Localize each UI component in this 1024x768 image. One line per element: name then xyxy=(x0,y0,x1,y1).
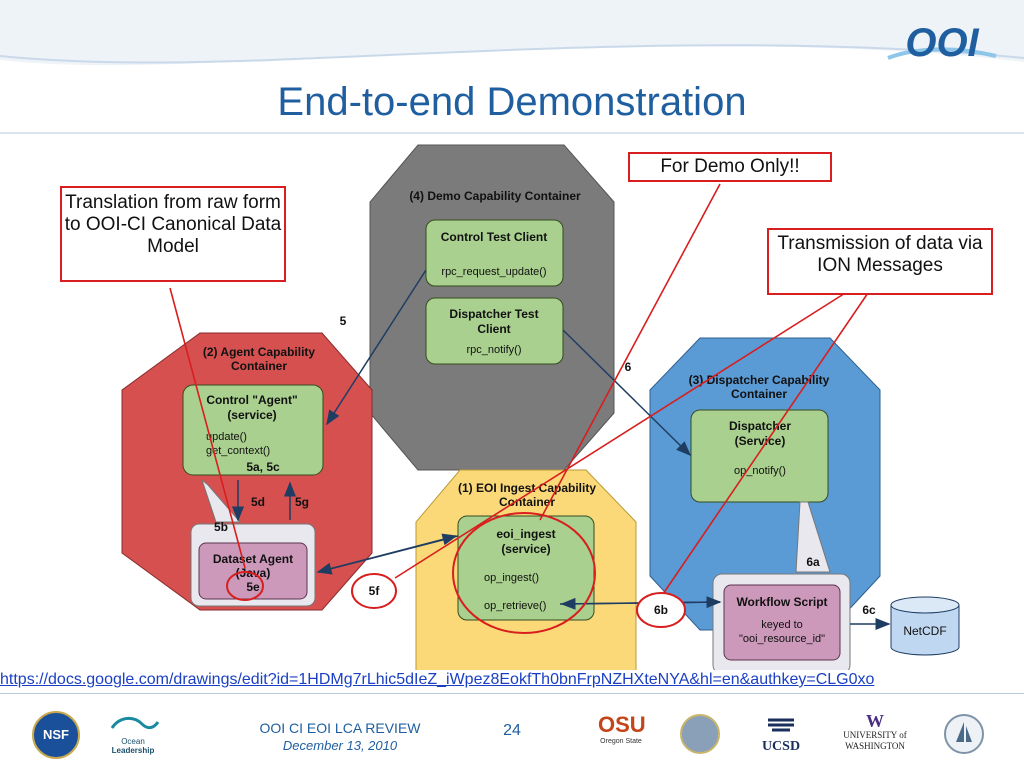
oceanographic-institution-logo xyxy=(944,714,984,754)
svg-text:op_retrieve(): op_retrieve() xyxy=(484,600,546,612)
agent-capability-container: (2) Agent Capability Container Control "… xyxy=(121,332,373,611)
header-band xyxy=(0,0,1024,134)
label-6b: 6b xyxy=(654,603,668,617)
osu-logo: OSU Oregon State xyxy=(598,712,646,746)
svg-text:Dispatcher Test: Dispatcher Test xyxy=(449,307,538,321)
svg-text:get_context(): get_context() xyxy=(206,445,270,457)
demo-only-callout: For Demo Only!! xyxy=(628,152,832,182)
dispatcher-test-client-box: Dispatcher Test Client rpc_notify() xyxy=(425,297,564,365)
uw-logo: W UNIVERSITY of WASHINGTON xyxy=(843,711,907,751)
label-6: 6 xyxy=(625,360,632,374)
svg-text:5b: 5b xyxy=(214,520,228,534)
svg-text:eoi_ingest: eoi_ingest xyxy=(496,527,555,541)
transmission-callout: Transmission of data via ION Messages xyxy=(767,228,993,295)
ucsd-logo: UCSD xyxy=(756,714,806,756)
eoi-ingest-box: eoi_ingest (service) op_ingest() op_retr… xyxy=(457,515,595,621)
svg-text:5d: 5d xyxy=(251,495,265,509)
translation-callout: Translation from raw form to OOI-CI Cano… xyxy=(60,186,286,282)
svg-text:Dataset Agent: Dataset Agent xyxy=(213,552,293,566)
svg-text:(1) EOI Ingest Capability: (1) EOI Ingest Capability xyxy=(458,481,596,495)
page-number: 24 xyxy=(503,722,521,739)
footer-divider xyxy=(0,693,1024,694)
drawing-url-link[interactable]: https://docs.google.com/drawings/edit?id… xyxy=(0,671,875,688)
svg-text:"ooi_resource_id": "ooi_resource_id" xyxy=(739,633,825,645)
svg-text:Container: Container xyxy=(499,495,555,509)
svg-text:OOI: OOI xyxy=(905,21,979,65)
svg-text:op_notify(): op_notify() xyxy=(734,465,786,477)
svg-text:Control "Agent": Control "Agent" xyxy=(206,393,297,407)
review-title: OOI CI EOI LCA REVIEW xyxy=(259,720,421,736)
red-annotations: 5f 6b xyxy=(169,183,871,634)
sailboat-icon xyxy=(956,722,972,742)
svg-text:(Service): (Service) xyxy=(735,434,786,448)
svg-text:op_ingest(): op_ingest() xyxy=(484,572,539,584)
control-test-client-box: Control Test Client rpc_request_update() xyxy=(425,219,564,287)
dataset-agent-panel: Dataset Agent (Java) 5e xyxy=(190,523,316,607)
university-seal-logo xyxy=(680,714,720,754)
control-agent-box: Control "Agent" (service) update() get_c… xyxy=(182,384,324,476)
demo-container-title: (4) Demo Capability Container xyxy=(409,189,581,203)
svg-text:Dispatcher: Dispatcher xyxy=(729,419,791,433)
svg-text:rpc_request_update(): rpc_request_update() xyxy=(441,266,546,278)
svg-text:6a: 6a xyxy=(806,555,820,569)
svg-text:5e: 5e xyxy=(246,580,260,594)
label-5f: 5f xyxy=(369,584,381,598)
svg-text:(service): (service) xyxy=(501,542,550,556)
svg-text:keyed to: keyed to xyxy=(761,619,803,631)
ocean-leadership-logo: Ocean Leadership xyxy=(104,714,162,755)
nsf-logo: NSF xyxy=(32,711,80,759)
slide-title: End-to-end Demonstration xyxy=(277,80,747,124)
dispatcher-service-box: Dispatcher (Service) op_notify() xyxy=(690,409,829,503)
svg-text:NetCDF: NetCDF xyxy=(903,624,946,638)
svg-text:(2) Agent Capability: (2) Agent Capability xyxy=(203,345,316,359)
svg-text:update(): update() xyxy=(206,431,247,443)
label-6c: 6c xyxy=(862,603,876,617)
svg-text:5g: 5g xyxy=(295,495,309,509)
svg-text:Client: Client xyxy=(477,322,510,336)
svg-text:(3) Dispatcher Capability: (3) Dispatcher Capability xyxy=(689,373,830,387)
svg-text:Workflow Script: Workflow Script xyxy=(736,595,827,609)
svg-text:(service): (service) xyxy=(227,408,276,422)
label-5: 5 xyxy=(340,314,347,328)
netcdf-datastore: NetCDF xyxy=(890,596,960,656)
svg-text:Control Test Client: Control Test Client xyxy=(441,230,547,244)
svg-text:rpc_notify(): rpc_notify() xyxy=(466,344,521,356)
demo-capability-container: (4) Demo Capability Container Control Te… xyxy=(369,144,615,471)
ucsd-trident-icon xyxy=(768,718,794,732)
eoi-ingest-capability-container: (1) EOI Ingest Capability Container eoi_… xyxy=(415,469,637,670)
svg-text:5a, 5c: 5a, 5c xyxy=(246,460,280,474)
svg-text:Container: Container xyxy=(231,359,287,373)
review-date: December 13, 2010 xyxy=(282,738,398,753)
svg-text:Container: Container xyxy=(731,387,787,401)
ooi-logo: OOI xyxy=(884,18,1000,66)
architecture-diagram: (4) Demo Capability Container Control Te… xyxy=(121,144,960,670)
